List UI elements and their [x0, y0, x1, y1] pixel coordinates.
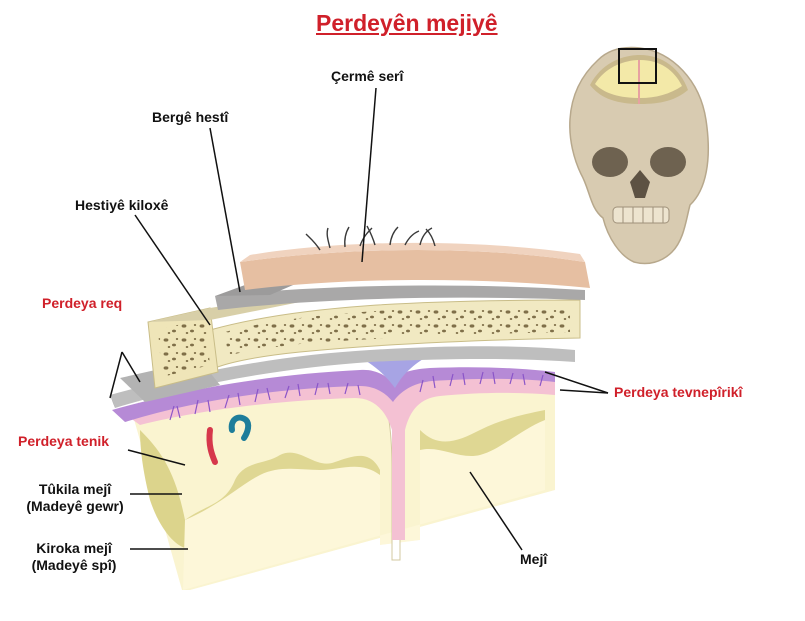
label-white-matter-line1: Kiroka mejî: [36, 540, 112, 556]
hair-strands: [305, 225, 436, 251]
arachnoid-layer: [112, 367, 555, 422]
label-grey-matter-line2: (Madeyê gewr): [26, 498, 124, 514]
label-scalp-hair: Çermê serî: [331, 68, 404, 84]
label-brain: Mejî: [520, 551, 548, 567]
label-white-matter: Kiroka mejî (Madeyê spî): [8, 540, 140, 574]
pia-mater-layer: [122, 375, 555, 540]
label-pia-mater: Perdeya tenik: [18, 433, 110, 449]
arachnoid-fibres: [169, 371, 544, 421]
skull-icon: [569, 46, 709, 265]
periosteum-layer: [215, 285, 585, 310]
label-arachnoid: Perdeya tevnepîrikî: [614, 384, 743, 400]
label-periosteum: Bergê hestî: [152, 109, 229, 125]
grey-matter: [140, 430, 185, 548]
label-dura-mater: Perdeya req: [42, 295, 123, 311]
front-face: [183, 420, 545, 590]
vein-icon: [228, 414, 252, 441]
label-grey-matter: Tûkila mejî (Madeyê gewr): [10, 481, 140, 515]
diagram-title: Perdeyên mejiyê: [316, 10, 498, 36]
scalp-skin-layer: [240, 249, 590, 290]
label-grey-matter-line1: Tûkila mejî: [38, 481, 112, 497]
label-white-matter-line2: (Madeyê spî): [31, 557, 117, 573]
artery-icon: [206, 427, 218, 465]
label-skull-bone: Hestiyê kiloxê: [75, 197, 169, 213]
leader-lines: [109, 87, 609, 551]
